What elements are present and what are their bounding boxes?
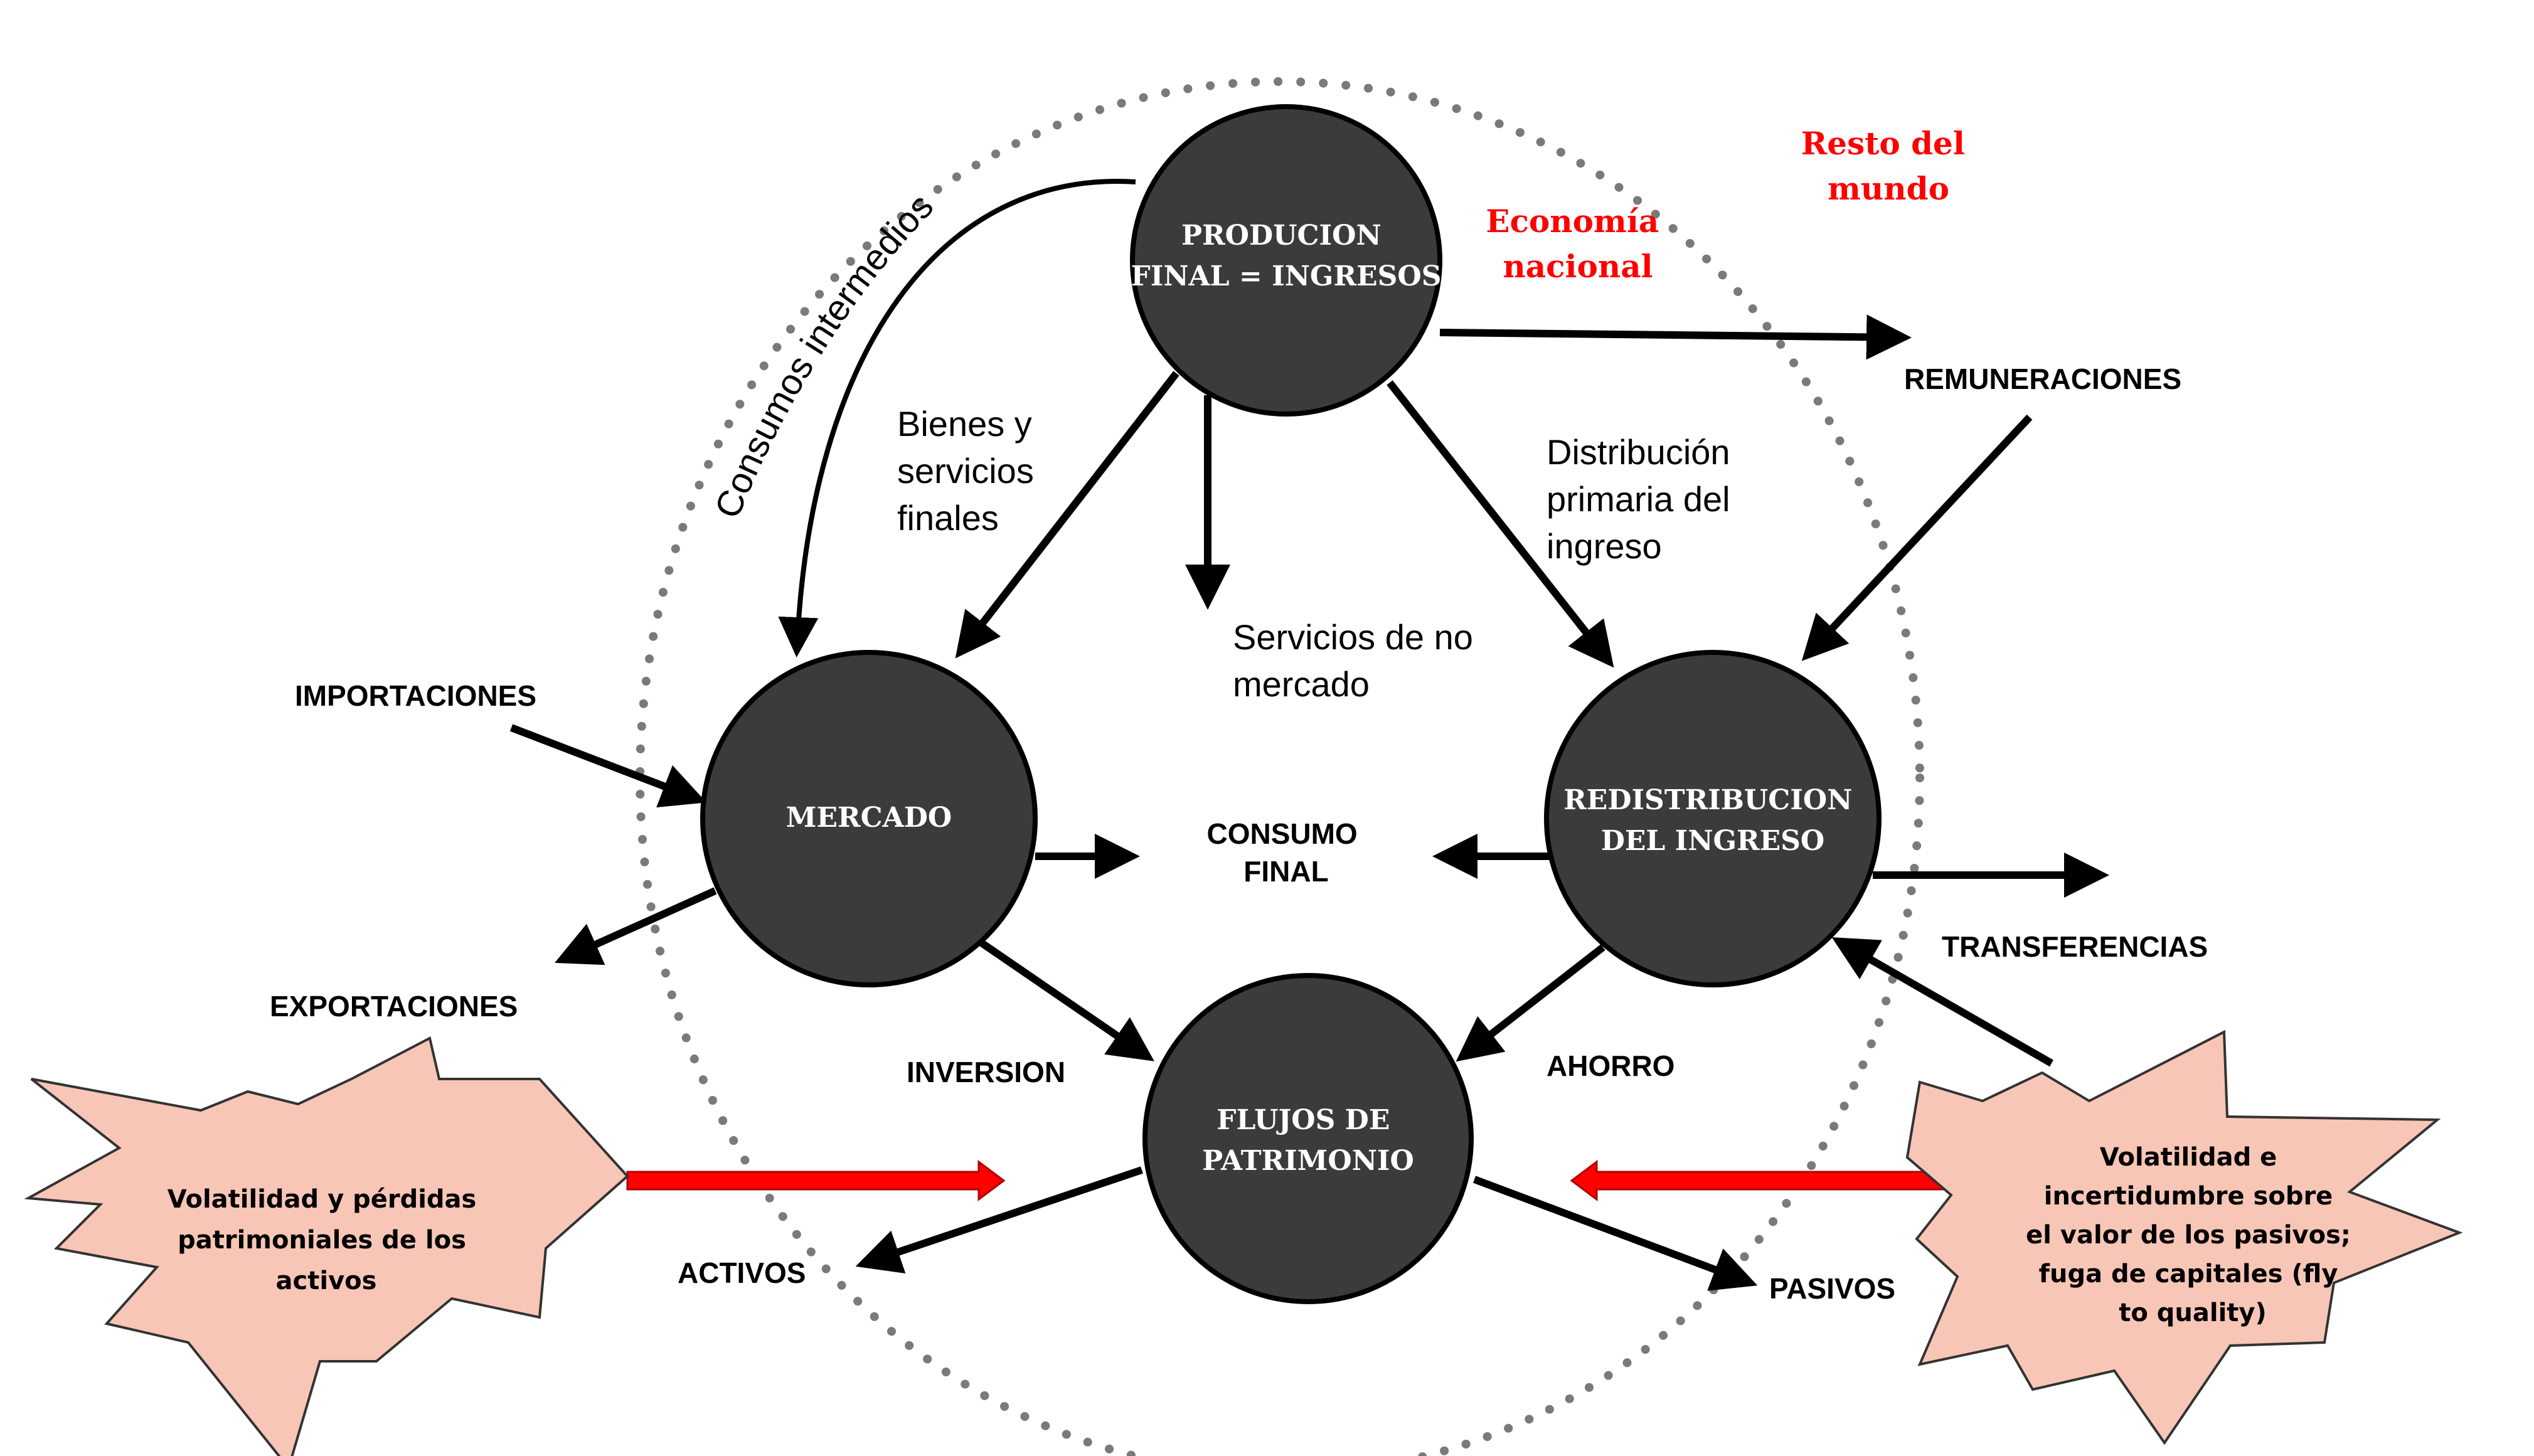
svg-text:PRODUCION FINAL = INGRES: PRODUCION FINAL = INGRESOS: [1131, 220, 1442, 292]
label-exportaciones: EXPORTACIONES: [270, 990, 518, 1023]
consumos-intermedios-arrow: [778, 179, 1136, 657]
red-arrow-pasivos: [1570, 1160, 1946, 1201]
label-ahorro: AHORRO: [1546, 1049, 1674, 1082]
arrow-transferencias-in: [1831, 937, 2053, 1067]
node-flujos-patrimonio: FLUJOS DE PATRIMONIO: [1142, 973, 1474, 1304]
arrow-importaciones: [509, 724, 707, 808]
economy-boundary: [636, 77, 1924, 1456]
label-activos: ACTIVOS: [678, 1257, 806, 1289]
label-transferencias: TRANSFERENCIAS: [1942, 930, 2208, 963]
svg-text:FLUJOS DE PATRIMONIO: FLUJOS DE PATRIMONIO: [1202, 1104, 1414, 1177]
label-importaciones: IMPORTACIONES: [295, 679, 536, 712]
label-inversion: INVERSION: [907, 1056, 1065, 1088]
node-mercado: MERCADO: [700, 650, 1038, 987]
flow-arrows: [509, 314, 2109, 1291]
arrow-produccion-mercado: [955, 371, 1179, 659]
label-consumo-final: CONSUMO FINAL: [1206, 817, 1365, 888]
arrow-remuneraciones-in: [1801, 414, 2033, 661]
arrow-pasivos: [1472, 1176, 1758, 1291]
label-servicios-no-mercado: Servicios de no mercado: [1233, 617, 1483, 704]
label-remuneraciones: REMUNERACIONES: [1904, 363, 2181, 395]
node-produccion: PRODUCION FINAL = INGRESOS: [1130, 104, 1442, 417]
svg-text:MERCADO: MERCADO: [786, 802, 952, 834]
region-label-resto-mundo: Resto del mundo: [1801, 125, 1976, 207]
arrow-remuneraciones: [1439, 314, 1912, 360]
arrow-distribucion-primaria: [1387, 380, 1614, 668]
svg-text:Volatilidad e incertidum: Volatilidad e incertidumbre sobre el val…: [2026, 1143, 2360, 1327]
region-label-economia-nacional: Economía nacional: [1486, 203, 1669, 285]
label-pasivos: PASIVOS: [1769, 1272, 1895, 1305]
callout-left-starburst: Volatilidad y pérdidas patrimoniales de …: [24, 1036, 629, 1456]
node-redistribucion: REDISTRIBUCION DEL INGRESO: [1544, 650, 1882, 987]
callout-right-starburst: Volatilidad e incertidumbre sobre el val…: [1905, 1029, 2463, 1445]
svg-text:REDISTRIBUCION DEL INGRE: REDISTRIBUCION DEL INGRESO: [1563, 784, 1862, 857]
arrow-ahorro: [1456, 944, 1605, 1062]
arrow-activos: [855, 1166, 1143, 1273]
svg-text:Volatilidad y pérdidas p: Volatilidad y pérdidas patrimoniales de …: [168, 1185, 486, 1295]
red-arrow-activos: [626, 1160, 1006, 1201]
label-bienes-servicios: Bienes y servicios finales: [897, 404, 1043, 538]
arrow-inversion: [976, 938, 1154, 1061]
arrow-exportaciones: [555, 887, 717, 965]
label-distribucion-primaria: Distribución primaria del ingreso: [1546, 432, 1740, 566]
red-arrows: [626, 1160, 1946, 1201]
